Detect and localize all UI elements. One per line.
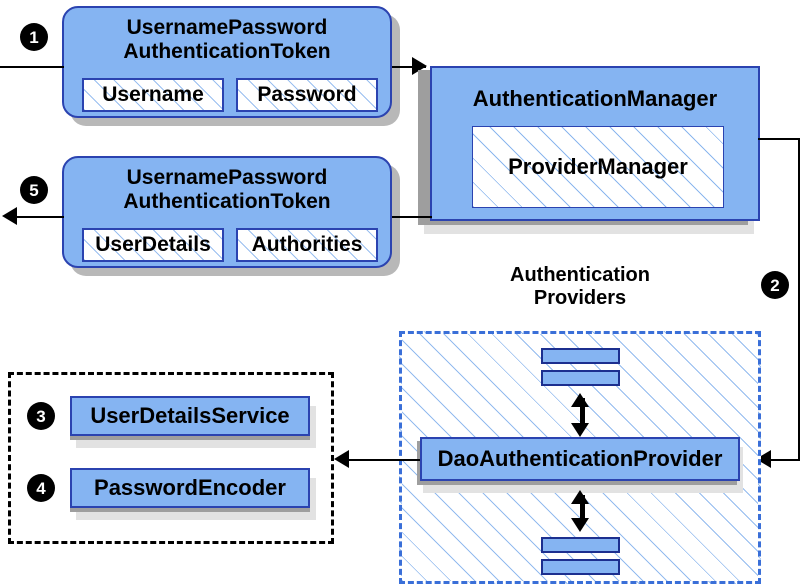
request-token-slot-password: Password	[236, 78, 378, 112]
response-token-card: UsernamePassword AuthenticationToken Use…	[62, 156, 392, 268]
provider-manager-box: ProviderManager	[472, 126, 724, 208]
response-outbound-line	[16, 216, 64, 218]
step-badge-1: 1	[21, 24, 47, 50]
providers-group-title: Authentication Providers	[470, 264, 690, 310]
request-token-slot-username: Username	[82, 78, 224, 112]
provider-placeholder-bar-4	[541, 559, 620, 575]
userdetailsservice-box: UserDetailsService	[70, 396, 310, 436]
provider-link-line-bottom	[580, 495, 585, 521]
provider-link-line-top	[580, 398, 585, 426]
provider-to-support-arrowhead	[334, 450, 349, 468]
request-token-title-line2: AuthenticationToken	[123, 39, 331, 63]
manager-right-stub-line	[758, 138, 800, 140]
provider-to-support-line	[348, 459, 420, 461]
request-inbound-line	[0, 66, 64, 68]
response-outbound-arrowhead	[2, 207, 17, 225]
manager-to-provider-vertical-line	[798, 138, 800, 460]
authentication-manager-title: AuthenticationManager	[472, 86, 718, 111]
passwordencoder-box: PasswordEncoder	[70, 468, 310, 508]
provider-placeholder-bar-1	[541, 348, 620, 364]
authentication-manager-card: AuthenticationManager ProviderManager	[430, 66, 760, 221]
provider-inbound-line	[770, 459, 800, 461]
request-token-card: UsernamePassword AuthenticationToken Use…	[62, 6, 392, 118]
request-token-title: UsernamePassword AuthenticationToken	[64, 16, 390, 63]
request-to-manager-line	[392, 66, 426, 68]
provider-link-arrow-down-bottom	[571, 518, 589, 532]
provider-placeholder-bar-2	[541, 370, 620, 386]
step-badge-4: 4	[28, 475, 54, 501]
request-token-title-line1: UsernamePassword	[126, 16, 328, 39]
step-badge-5: 5	[21, 177, 47, 203]
dao-authentication-provider-box: DaoAuthenticationProvider	[420, 437, 740, 481]
response-token-title-line2: AuthenticationToken	[123, 189, 331, 213]
response-token-title: UsernamePassword AuthenticationToken	[64, 166, 390, 213]
providers-group-title-line1: Authentication	[510, 264, 650, 286]
providers-group-title-line2: Providers	[533, 287, 627, 309]
step-badge-3: 3	[28, 403, 54, 429]
manager-to-response-line	[392, 216, 432, 218]
response-token-title-line1: UsernamePassword	[126, 166, 328, 189]
step-badge-2: 2	[762, 272, 788, 298]
response-token-slot-authorities: Authorities	[236, 228, 378, 262]
provider-link-arrow-down-top	[571, 423, 589, 437]
provider-placeholder-bar-3	[541, 537, 620, 553]
response-token-slot-userdetails: UserDetails	[82, 228, 224, 262]
support-services-container	[8, 372, 334, 544]
